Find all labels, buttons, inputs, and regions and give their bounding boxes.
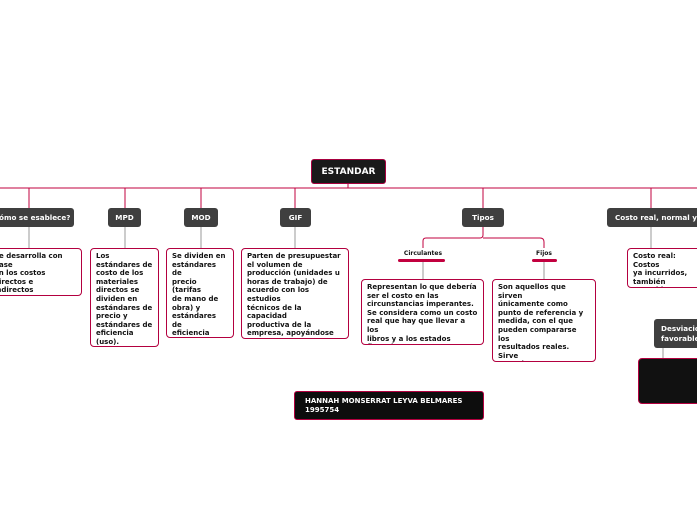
card-mpd: Los estándares de costo de los materiale… <box>90 248 159 347</box>
author-box: HANNAH MONSERRAT LEYVA BELMARES 1995754 <box>294 391 484 420</box>
desviacion-content-box <box>638 358 697 404</box>
sub-fijos[interactable]: Fijos <box>536 250 552 257</box>
sub-circulantes[interactable]: Circulantes <box>403 250 443 257</box>
branch-gif[interactable]: GIF <box>280 208 311 227</box>
card-gif: Parten de presupuestar el volumen de pro… <box>241 248 349 339</box>
fijos-underline <box>532 259 557 262</box>
card-como-se-establece: Se desarrolla con base en los costos dir… <box>0 248 82 296</box>
node-desviacion-favorable[interactable]: Desviación favorable <box>654 319 697 348</box>
card-costo-real: Costo real: Costos ya incurridos, tambié… <box>627 248 697 288</box>
circulantes-underline <box>398 259 445 262</box>
branch-mpd[interactable]: MPD <box>108 208 141 227</box>
branch-mod[interactable]: MOD <box>184 208 218 227</box>
branch-como-se-establece[interactable]: ¿Cómo se esablece? <box>0 208 74 227</box>
root-node[interactable]: ESTANDAR <box>311 159 386 184</box>
card-mod: Se dividen en estándares de precio (tari… <box>166 248 234 338</box>
branch-tipos[interactable]: Tipos <box>462 208 504 227</box>
card-circulantes: Representan lo que debería ser el costo … <box>361 279 484 345</box>
branch-costo-real[interactable]: Costo real, normal y <box>607 208 697 227</box>
card-fijos: Son aquellos que sirven únicamente como … <box>492 279 596 362</box>
